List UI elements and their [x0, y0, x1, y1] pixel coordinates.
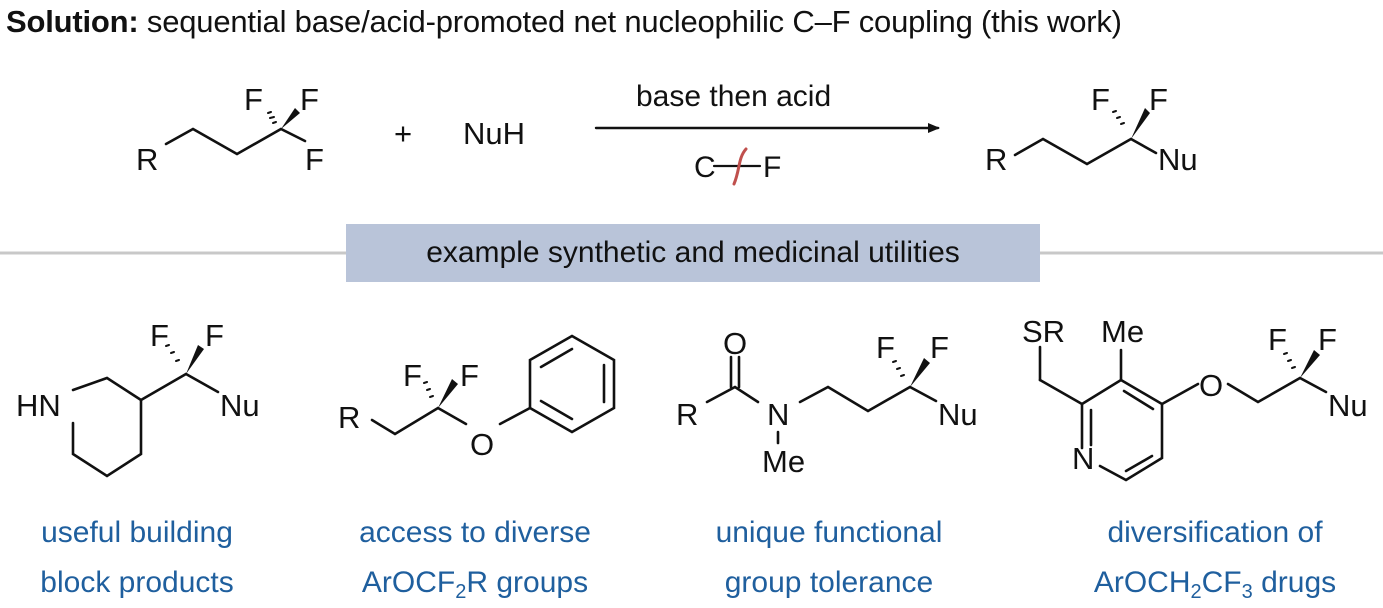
bond-label-c: C — [694, 151, 716, 184]
wedge-bond — [186, 345, 204, 374]
reaction-conditions: base then acid — [636, 80, 831, 113]
atom-nu: Nu — [220, 388, 260, 423]
aromatic-bond — [1122, 389, 1155, 411]
example-4-structure — [1038, 345, 1328, 482]
heading-text: sequential base/acid-promoted net nucleo… — [146, 4, 1122, 39]
atom-nu: Nu — [938, 397, 978, 432]
caption-line: useful building — [41, 516, 233, 549]
bond — [164, 127, 307, 156]
atom-r: R — [985, 142, 1007, 177]
atom-f: F — [1091, 82, 1110, 117]
atom-o: O — [470, 427, 494, 462]
hash-bond — [1112, 110, 1125, 125]
caption-functional-group: unique functional group tolerance — [684, 508, 974, 608]
wedge-bond — [281, 108, 300, 129]
bond — [498, 406, 532, 426]
atom-sr: SR — [1022, 314, 1065, 349]
atom-r: R — [136, 142, 158, 177]
atom-o: O — [1199, 368, 1223, 403]
substrate-structure — [164, 108, 307, 156]
atom-hn: HN — [16, 388, 61, 423]
atom-r: R — [338, 400, 360, 435]
bond — [1226, 376, 1328, 404]
atom-f: F — [1149, 82, 1168, 117]
atom-f: F — [403, 358, 422, 393]
wedge-bond — [438, 379, 458, 408]
hash-bond — [1283, 352, 1296, 369]
atom-n: N — [1072, 441, 1094, 476]
atom-f: F — [244, 82, 263, 117]
atom-f: F — [876, 330, 895, 365]
caption-line: diversification of — [1107, 516, 1323, 549]
bond — [705, 385, 760, 404]
atom-f: F — [1268, 322, 1287, 357]
hash-bond — [165, 344, 180, 362]
atom-nu: Nu — [1158, 142, 1198, 177]
bond-cleavage-mark — [732, 147, 748, 186]
heading-label: Solution: — [6, 4, 139, 39]
wedge-bond — [1300, 350, 1320, 378]
wedge-bond — [1131, 108, 1150, 139]
bond — [1013, 137, 1158, 166]
atom-f: F — [1318, 322, 1337, 357]
aromatic-bond — [539, 399, 574, 421]
atom-r: R — [676, 397, 698, 432]
product-structure — [1013, 108, 1158, 166]
ring-bond — [71, 376, 143, 478]
aromatic-bond — [1124, 454, 1154, 473]
bond — [139, 372, 220, 402]
atom-f: F — [460, 358, 479, 393]
bond — [1160, 382, 1200, 406]
atom-f: F — [300, 82, 319, 117]
aromatic-bond — [539, 347, 574, 369]
atom-n: N — [767, 397, 789, 432]
caption-arocf2r: access to diverse ArOCF2R groups — [330, 508, 620, 608]
caption-line: unique functional — [715, 516, 943, 549]
atom-me: Me — [1101, 314, 1144, 349]
caption-line: ArOCH2CF3 drugs — [1093, 566, 1337, 603]
atom-o: O — [723, 326, 747, 361]
hash-bond — [267, 111, 277, 124]
caption-line: group tolerance — [724, 566, 934, 599]
caption-drug-diversification: diversification of ArOCH2CF3 drugs — [1050, 508, 1380, 608]
bond — [798, 385, 938, 413]
caption-line: access to diverse — [359, 516, 591, 549]
atom-f: F — [305, 142, 324, 177]
example-1-structure — [71, 344, 220, 478]
example-3-structure — [705, 355, 938, 445]
bond — [1038, 378, 1084, 406]
plus-sign: + — [394, 116, 412, 151]
caption-line: block products — [40, 566, 234, 599]
wedge-bond — [910, 358, 930, 387]
hash-bond — [892, 360, 905, 377]
caption-line: ArOCF2R groups — [361, 566, 589, 603]
atom-f: F — [205, 318, 224, 353]
atom-nu: Nu — [1328, 388, 1368, 423]
scheme-heading: Solution: sequential base/acid-promoted … — [6, 4, 1122, 40]
atom-f: F — [930, 330, 949, 365]
bond — [370, 406, 468, 436]
reagent-nuh: NuH — [463, 116, 525, 151]
atom-f: F — [150, 318, 169, 353]
caption-building-blocks: useful building block products — [12, 508, 262, 608]
utilities-banner: example synthetic and medicinal utilitie… — [346, 224, 1040, 282]
hash-bond — [423, 381, 434, 398]
bond-label-f: F — [763, 151, 781, 184]
example-2-structure — [370, 334, 616, 436]
benzene-ring — [528, 334, 616, 434]
atom-me: Me — [762, 444, 805, 479]
